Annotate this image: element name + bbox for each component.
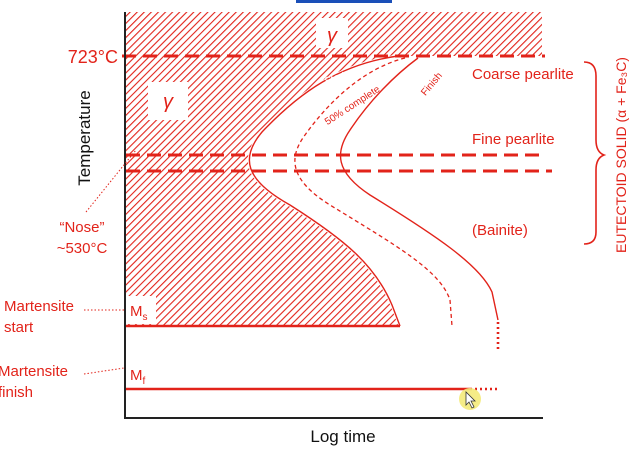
gamma-top-label: γ bbox=[327, 25, 338, 47]
martensite-start-line2: start bbox=[4, 319, 34, 336]
martensite-finish-line1: Martensite bbox=[0, 363, 68, 380]
ms-symbol: Ms bbox=[130, 303, 148, 323]
nose-label-line1: “Nose” bbox=[59, 219, 104, 236]
martensite-finish-line2: finish bbox=[0, 384, 33, 401]
y-axis-label: Temperature bbox=[75, 90, 94, 185]
bainite-label: (Bainite) bbox=[472, 222, 528, 239]
mouse-cursor-icon bbox=[465, 391, 476, 409]
coarse-pearlite-label: Coarse pearlite bbox=[472, 66, 574, 83]
mf-leader bbox=[83, 367, 125, 375]
gamma-left-label: γ bbox=[163, 91, 174, 113]
austenite-region-top bbox=[125, 12, 542, 326]
top-link-underline bbox=[296, 0, 392, 3]
fifty-percent-curve bbox=[294, 57, 453, 327]
curve-50-label: 50% complete bbox=[323, 84, 383, 128]
eutectoid-solid-label: EUTECTOID SOLID (α + Fe₃C) bbox=[613, 57, 629, 253]
x-axis-label: Log time bbox=[310, 427, 375, 446]
curve-finish-label: Finish bbox=[419, 71, 445, 99]
gamma-top-box bbox=[316, 18, 348, 48]
gamma-left-box bbox=[148, 82, 188, 120]
eutectoid-bracket bbox=[583, 61, 607, 245]
nose-leader bbox=[85, 149, 137, 213]
fine-pearlite-label: Fine pearlite bbox=[472, 131, 555, 148]
temp-723-label: 723°C bbox=[68, 47, 118, 67]
martensite-start-line1: Martensite bbox=[4, 298, 74, 315]
nose-label-line2: ~530°C bbox=[57, 240, 108, 257]
mf-symbol: Mf bbox=[130, 367, 146, 387]
ms-box bbox=[126, 296, 156, 324]
